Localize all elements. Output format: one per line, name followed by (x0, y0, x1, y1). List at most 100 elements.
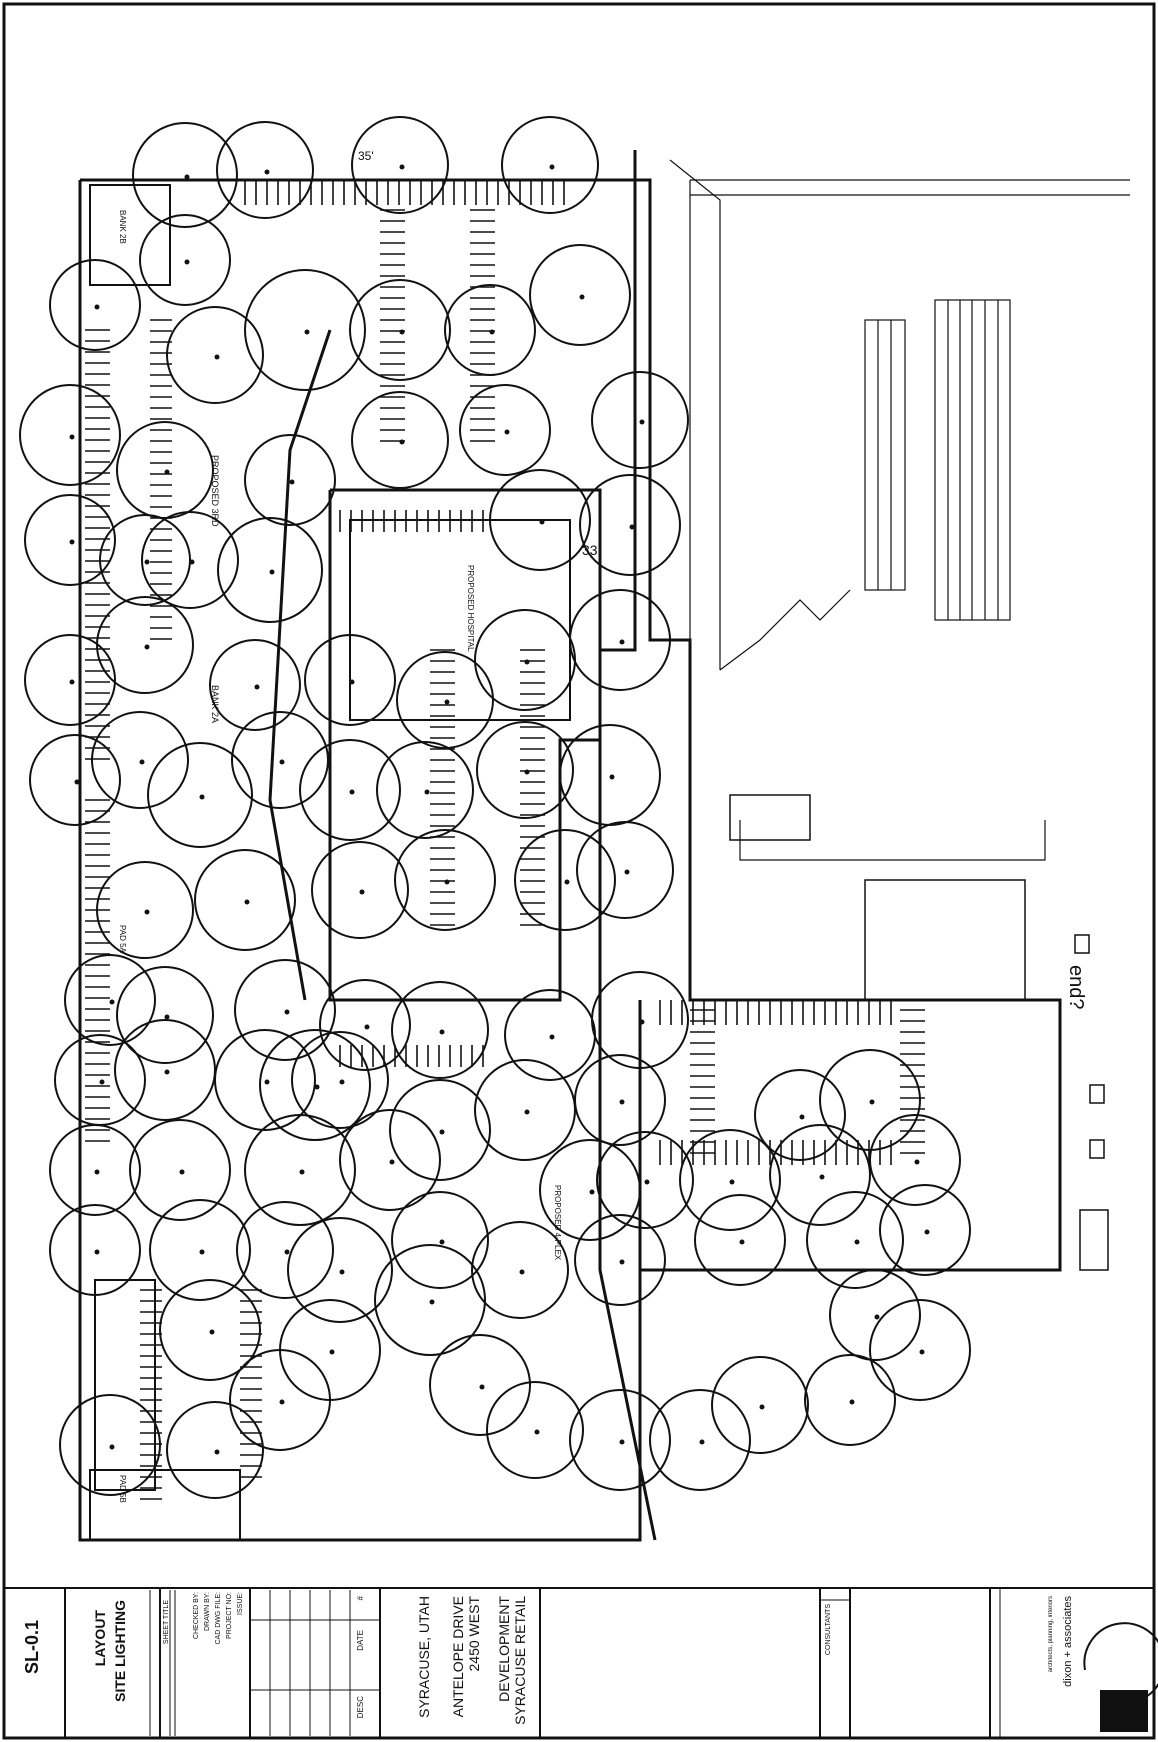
pole-marker (164, 1069, 170, 1075)
light-poles (69, 164, 930, 1455)
pole-marker (619, 1259, 625, 1265)
coverage-circle (391, 981, 489, 1079)
pole-marker (359, 889, 365, 895)
pole-marker (264, 169, 270, 175)
pole-marker (144, 559, 150, 565)
pole-marker (874, 1314, 880, 1320)
pole-marker (439, 1129, 445, 1135)
coverage-circle (539, 1139, 641, 1241)
address-line2: ANTELOPE DRIVE (450, 1596, 466, 1718)
pad-label-c: PAD 5A (118, 925, 127, 954)
coverage-circle (24, 634, 116, 726)
pole-marker (199, 1249, 205, 1255)
pole-marker (479, 1384, 485, 1390)
pole-marker (609, 774, 615, 780)
pole-marker (849, 1399, 855, 1405)
coverage-circle (514, 829, 616, 931)
pad-label-a: BANK 2A (210, 685, 220, 723)
pad-label-d: PAD 5B (118, 1475, 127, 1503)
coverage-circle (339, 1109, 441, 1211)
building-label-c: PROPOSED 3RD (210, 455, 220, 527)
pole-marker (524, 659, 530, 665)
coverage-circle (141, 511, 239, 609)
pole-marker (109, 999, 115, 1005)
pole-marker (109, 1444, 115, 1450)
sheet-title-line2: LAYOUT (92, 1610, 108, 1667)
pole-marker (589, 1189, 595, 1195)
pole-marker (144, 909, 150, 915)
coverage-circle (116, 966, 214, 1064)
pole-marker (739, 1239, 745, 1245)
coverage-circle (96, 596, 194, 694)
coverage-circle (694, 1194, 786, 1286)
info-label-checked-by: CHECKED BY: (193, 1592, 200, 1640)
coverage-circle (489, 469, 591, 571)
light-coverage-circles (19, 116, 971, 1499)
pole-marker (279, 1399, 285, 1405)
pole-marker (199, 794, 205, 800)
pole-marker (524, 1109, 530, 1115)
pole-marker (299, 1169, 305, 1175)
sheet-number: SL-0.1 (22, 1620, 42, 1675)
pole-marker (284, 1009, 290, 1015)
pole-marker (534, 1429, 540, 1435)
site-boundary (78, 178, 1062, 1542)
building-label-b: PROPOSED 4-PLEX (553, 1185, 562, 1261)
pole-marker (244, 899, 250, 905)
coverage-circle (214, 1029, 316, 1131)
pole-marker (164, 1014, 170, 1020)
coverage-circle (804, 1354, 896, 1446)
pole-marker (524, 769, 530, 775)
coverage-circle (19, 384, 121, 486)
coverage-circle (129, 1119, 231, 1221)
rev-header-desc: DESC (356, 1696, 365, 1719)
coverage-circle (529, 244, 631, 346)
coverage-circle (444, 284, 536, 376)
coverage-circle (194, 849, 296, 951)
pole-marker (539, 519, 545, 525)
pole-marker (364, 1024, 370, 1030)
coverage-circle (769, 1124, 871, 1226)
pole-marker (759, 1404, 765, 1410)
pole-marker (339, 1079, 345, 1085)
parking-stalls (85, 180, 925, 1500)
coverage-circle (579, 474, 681, 576)
pole-marker (399, 329, 405, 335)
pole-marker (619, 1439, 625, 1445)
coverage-circle (869, 1114, 961, 1206)
pole-marker (329, 1349, 335, 1355)
coverage-circle (679, 1129, 781, 1231)
pole-marker (254, 684, 260, 690)
coverage-circle (54, 1034, 146, 1126)
pole-marker (564, 879, 570, 885)
coverage-circle (349, 279, 451, 381)
pole-marker (94, 1169, 100, 1175)
coverage-circle (374, 1244, 486, 1356)
coverage-circle (351, 391, 449, 489)
pole-marker (624, 869, 630, 875)
pole-marker (799, 1114, 805, 1120)
coverage-circle (574, 1054, 666, 1146)
coverage-circle (394, 829, 496, 931)
coverage-circle (279, 1299, 381, 1401)
coverage-circle (259, 1029, 371, 1141)
pole-marker (914, 1159, 920, 1165)
pole-marker (629, 524, 635, 530)
coverage-circle (351, 116, 449, 214)
elevation-label-a: 35' (358, 149, 374, 163)
pole-marker (819, 1174, 825, 1180)
rev-header-num: # (356, 1596, 365, 1601)
pole-marker (284, 1249, 290, 1255)
pole-marker (639, 419, 645, 425)
pole-marker (444, 699, 450, 705)
pole-marker (349, 679, 355, 685)
info-label-cad-file: CAD DWG FILE: (215, 1592, 222, 1645)
pole-marker (264, 1079, 270, 1085)
coverage-circle (244, 434, 336, 526)
coverage-circle (24, 494, 116, 586)
pad-label-b: BANK 2B (118, 210, 127, 244)
coverage-circle (166, 306, 264, 404)
coverage-circle (471, 1221, 569, 1319)
rev-header-date: DATE (356, 1630, 365, 1651)
